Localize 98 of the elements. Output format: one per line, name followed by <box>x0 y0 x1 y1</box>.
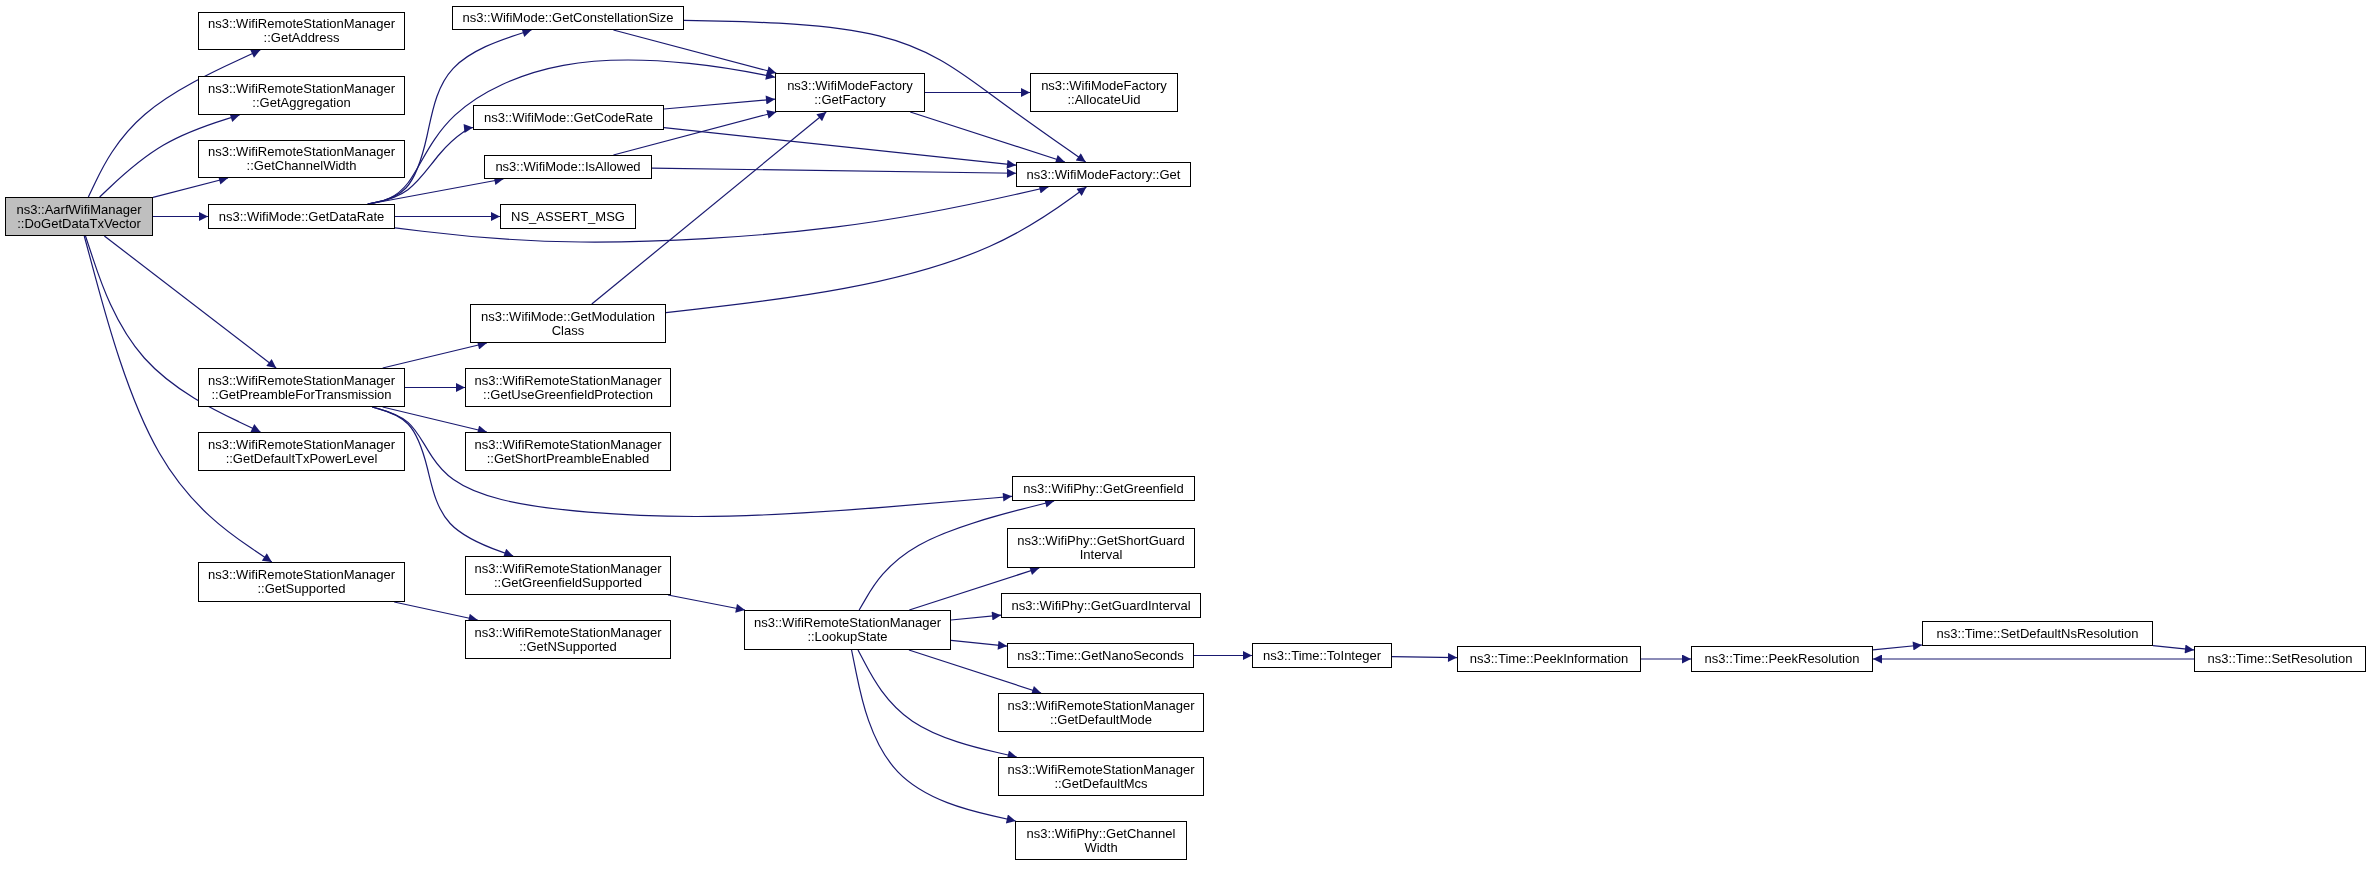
function-box <box>452 6 684 30</box>
function-box <box>465 620 671 659</box>
function-box <box>1457 646 1641 672</box>
function-name: ns3::WifiRemoteStationManager ::GetUseGreenfieldProtection <box>473 373 663 402</box>
function-name: ns3::WifiMode::IsAllowed <box>495 160 641 174</box>
call-arrow <box>2152 644 2195 654</box>
function-name: ns3::WifiPhy::GetGuardInterval <box>1011 598 1191 613</box>
call-arrow <box>950 639 1008 650</box>
function-name: ns3::WifiRemoteStationManager ::GetChannelWidth <box>206 145 397 173</box>
function-name: ns3::Time::ToInteger <box>1263 648 1381 663</box>
function-name: ns3::WifiRemoteStationManager ::GetGreenfieldSupported <box>473 561 663 590</box>
function-name: ns3::Time::PeekResolution <box>1704 652 1860 666</box>
call-arrow <box>665 186 1087 314</box>
call-arrow <box>612 109 777 156</box>
function-box <box>2194 646 2366 672</box>
call-arrow <box>1391 652 1458 662</box>
call-arrow <box>651 167 1017 178</box>
call-arrow <box>404 383 466 392</box>
function-box <box>1030 73 1178 112</box>
function-box <box>5 197 153 236</box>
call-arrow <box>591 111 827 305</box>
function-name: ns3::WifiRemoteStationManager ::GetShortPreambleEnabled <box>473 437 663 466</box>
function-name: ns3::WifiPhy::GetShortGuard Interval <box>1016 534 1186 562</box>
function-name: ns3::WifiMode::GetCodeRate <box>483 110 654 125</box>
function-name: NS_ASSERT_MSG <box>511 209 625 224</box>
function-box <box>470 304 666 343</box>
function-box <box>198 368 405 407</box>
function-box <box>1922 621 2153 646</box>
call-arrow <box>850 649 1017 824</box>
function-box <box>1016 162 1191 187</box>
call-arrow <box>152 212 209 221</box>
call-arrow <box>908 649 1042 695</box>
function-box <box>998 757 1204 796</box>
function-name: ns3::WifiRemoteStationManager ::LookupState <box>752 616 943 644</box>
function-box <box>500 204 636 229</box>
function-name: ns3::WifiModeFactory ::GetFactory <box>786 78 914 107</box>
function-box <box>473 105 664 130</box>
function-box <box>198 432 405 471</box>
call-arrow <box>667 594 746 613</box>
function-box <box>198 76 405 115</box>
call-arrow <box>663 95 776 110</box>
function-name: ns3::WifiRemoteStationManager ::GetSupported <box>206 568 397 596</box>
function-box <box>1012 476 1195 501</box>
call-arrow <box>367 123 474 205</box>
function-box <box>1691 646 1873 672</box>
call-arrow <box>924 88 1031 97</box>
call-arrow <box>909 111 1066 164</box>
function-name: ns3::WifiRemoteStationManager ::GetNSupported <box>473 625 663 654</box>
call-arrow <box>84 235 262 433</box>
function-name: ns3::Time::SetDefaultNsResolution <box>1936 626 2139 641</box>
function-name: ns3::WifiRemoteStationManager ::GetAddress <box>206 17 397 45</box>
function-name: ns3::WifiMode::GetDataRate <box>218 209 385 224</box>
function-box <box>208 204 395 229</box>
function-box <box>198 140 405 178</box>
function-name: ns3::WifiRemoteStationManager ::GetDefaultTxPowerLevel <box>206 437 397 466</box>
call-arrow <box>950 611 1002 621</box>
call-arrow <box>1872 654 2195 664</box>
function-box <box>1252 643 1392 668</box>
function-box <box>198 12 405 50</box>
function-box <box>465 432 671 471</box>
function-name: ns3::WifiModeFactory::Get <box>1026 167 1181 182</box>
function-name: ns3::WifiRemoteStationManager ::GetPreambleForTransmission <box>206 373 397 402</box>
call-arrow <box>394 212 501 221</box>
function-name: ns3::Time::GetNanoSeconds <box>1017 648 1184 663</box>
function-name: ns3::AarfWifiManager ::DoGetDataTxVector <box>15 202 143 231</box>
function-name: ns3::Time::SetResolution <box>2207 652 2353 666</box>
function-box <box>465 556 671 595</box>
call-arrow <box>612 29 777 76</box>
call-arrow <box>908 566 1040 611</box>
call-arrow <box>663 127 1017 169</box>
function-name: ns3::WifiModeFactory ::AllocateUid <box>1040 78 1168 107</box>
call-arrow <box>103 235 277 369</box>
call-arrow <box>371 406 514 558</box>
function-box <box>198 562 405 602</box>
call-arrow <box>1872 641 1923 651</box>
function-name: ns3::WifiPhy::GetGreenfield <box>1023 481 1184 496</box>
function-name: ns3::Time::PeekInformation <box>1469 652 1629 666</box>
function-name: ns3::WifiMode::GetConstellationSize <box>462 11 674 25</box>
function-name: ns3::WifiRemoteStationManager ::GetDefaultMcs <box>1006 762 1196 791</box>
function-box <box>1007 528 1195 568</box>
call-arrow <box>1193 651 1253 660</box>
function-name: ns3::WifiRemoteStationManager ::GetDefaultMode <box>1006 698 1196 727</box>
call-arrow <box>87 49 261 198</box>
function-name: ns3::WifiMode::GetModulation Class <box>479 309 657 338</box>
function-box <box>775 73 925 112</box>
function-box <box>1007 643 1194 668</box>
function-name: ns3::WifiRemoteStationManager ::GetAggregation <box>206 81 397 110</box>
call-arrow <box>683 19 1087 163</box>
function-box <box>998 693 1204 732</box>
function-box <box>1015 821 1187 860</box>
call-arrow <box>99 113 241 198</box>
call-arrow <box>1640 654 1692 664</box>
call-arrow <box>83 235 273 563</box>
function-box <box>744 610 951 650</box>
function-box <box>1001 593 1201 618</box>
function-name: ns3::WifiPhy::GetChannel Width <box>1025 826 1177 855</box>
function-box <box>465 368 671 407</box>
function-box <box>484 155 652 179</box>
